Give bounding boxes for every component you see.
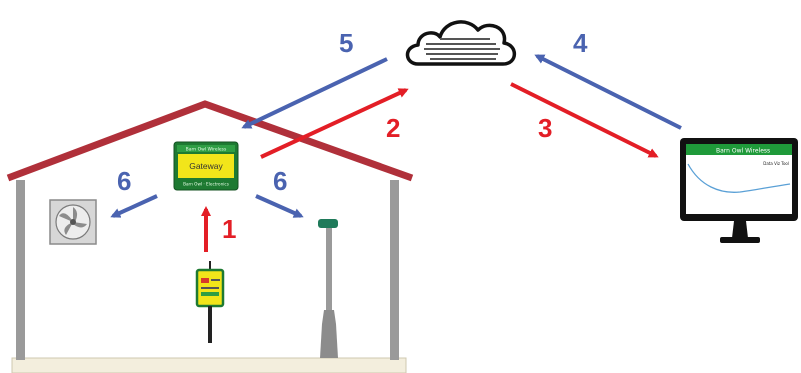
monitor-title: Barn Owl Wireless xyxy=(716,148,770,155)
arrow-4 xyxy=(534,54,682,130)
gateway-device: Barn Owl Wireless Gateway Barn Owl · Ele… xyxy=(173,141,239,191)
cloud-icon xyxy=(405,20,517,66)
step-number-6-left: 6 xyxy=(117,166,131,196)
barn xyxy=(6,100,414,373)
barn-floor xyxy=(11,357,407,373)
arrow-6-fan xyxy=(110,194,158,218)
gateway-footer-text: Barn Owl · Electronics xyxy=(183,182,229,187)
step-number-3: 3 xyxy=(538,113,552,143)
step-number-4: 4 xyxy=(573,28,588,58)
barn-left-wall xyxy=(16,180,25,360)
step-numbers: 1 2 3 4 5 6 6 xyxy=(117,28,588,244)
gateway-label: Gateway xyxy=(189,161,223,171)
step-number-6-right: 6 xyxy=(273,166,287,196)
monitor-subtitle: Data Viz Tool xyxy=(763,161,789,166)
monitor-chart-line xyxy=(687,163,791,193)
fan-icon xyxy=(49,199,97,245)
arrow-3 xyxy=(510,82,659,158)
step-number-2: 2 xyxy=(386,113,400,143)
sensor-node xyxy=(195,261,225,343)
actuator-pole xyxy=(318,219,338,358)
monitor-screen: Barn Owl Wireless Data Viz Tool xyxy=(680,138,798,243)
step-number-5: 5 xyxy=(339,28,353,58)
arrow-2 xyxy=(260,88,409,159)
arrow-5 xyxy=(241,57,388,129)
barn-roof xyxy=(6,100,414,182)
barn-right-wall xyxy=(390,180,399,360)
arrow-6-actuator xyxy=(255,194,304,218)
step-number-1: 1 xyxy=(222,214,236,244)
arrows xyxy=(110,54,682,252)
gateway-header-text: Barn Owl Wireless xyxy=(186,147,227,153)
